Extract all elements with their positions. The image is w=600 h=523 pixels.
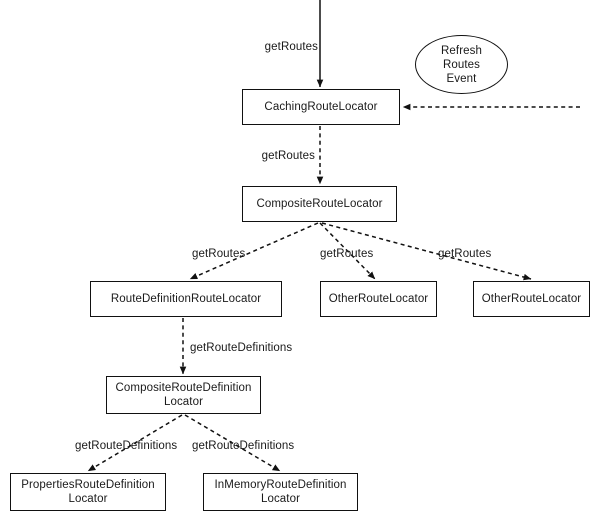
- edge-edge-composite-definition-to-properties: [87, 414, 183, 472]
- node-other-route-locator-1[interactable]: OtherRouteLocator: [320, 281, 437, 317]
- edge-label-edge-composite-definition-to-properties: getRouteDefinitions: [75, 440, 178, 452]
- node-in-memory-route-definition-locator[interactable]: InMemoryRouteDefinition Locator: [203, 473, 358, 511]
- edge-edge-composite-to-route-definition-locator: [189, 222, 319, 280]
- node-composite-route-definition-locator[interactable]: CompositeRouteDefinition Locator: [106, 376, 261, 414]
- edge-edge-composite-definition-to-in-memory: [184, 414, 281, 472]
- edge-label-edge-composite-to-other-2: getRoutes: [438, 248, 492, 260]
- edge-edge-composite-to-other-1: [319, 222, 376, 280]
- edge-label-edge-composite-definition-to-in-memory: getRouteDefinitions: [192, 440, 295, 452]
- edge-label-edge-caching-to-composite: getRoutes: [261, 150, 315, 162]
- edge-label-edge-entry-to-caching: getRoutes: [264, 41, 318, 53]
- node-other-route-locator-2[interactable]: OtherRouteLocator: [473, 281, 590, 317]
- edge-edge-composite-to-other-2: [321, 222, 532, 281]
- edge-label-edge-composite-to-route-definition-locator: getRoutes: [192, 248, 246, 260]
- edge-label-edge-composite-to-other-1: getRoutes: [320, 248, 374, 260]
- edge-label-edge-route-definition-locator-to-composite-definition: getRouteDefinitions: [190, 342, 293, 354]
- node-refresh-routes-event[interactable]: Refresh Routes Event: [415, 35, 508, 94]
- node-caching-route-locator[interactable]: CachingRouteLocator: [242, 89, 400, 125]
- node-properties-route-definition-locator[interactable]: PropertiesRouteDefinition Locator: [10, 473, 166, 511]
- node-route-definition-route-locator[interactable]: RouteDefinitionRouteLocator: [90, 281, 282, 317]
- node-composite-route-locator[interactable]: CompositeRouteLocator: [242, 186, 397, 222]
